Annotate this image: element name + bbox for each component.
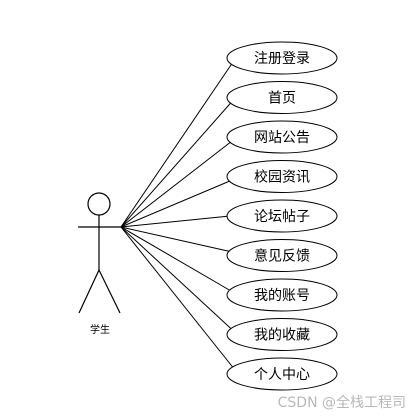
use-case: 我的收藏 [226, 318, 338, 351]
use-case-label: 意见反馈 [254, 248, 310, 265]
use-case: 注册登录 [226, 41, 338, 75]
actor-label: 学生 [90, 323, 110, 336]
use-case-label: 校园资讯 [254, 169, 310, 186]
association-line [120, 215, 231, 228]
use-case-label: 我的收藏 [254, 328, 310, 344]
association-line [120, 101, 233, 228]
use-case: 意见反馈 [226, 239, 338, 272]
association-line [120, 180, 232, 228]
actor-head [87, 192, 111, 216]
use-case-label: 论坛帖子 [254, 209, 310, 225]
use-case-label: 我的账号 [254, 288, 310, 304]
actor-right-leg [98, 269, 121, 314]
association-line [120, 226, 232, 292]
watermark-text: CSDN @全栈工程司 [278, 394, 406, 411]
use-case-ellipse [226, 120, 338, 154]
use-case-ellipse [226, 278, 338, 312]
actor-student: 学生 [78, 192, 121, 336]
association-line [120, 226, 236, 371]
association-line [120, 140, 233, 228]
use-case: 论坛帖子 [226, 199, 338, 233]
association-line [120, 61, 234, 228]
use-case: 个人中心 [226, 357, 338, 391]
association-line [120, 226, 231, 252]
use-case-ellipse [226, 41, 338, 75]
use-case: 首页 [226, 81, 338, 114]
use-case-ellipse [226, 239, 338, 272]
use-case: 网站公告 [226, 120, 338, 154]
use-case: 我的账号 [226, 278, 338, 312]
association-lines [120, 61, 236, 371]
use-case-ellipse [226, 318, 338, 351]
use-case-label: 注册登录 [254, 51, 310, 67]
use-case-ellipse [226, 199, 338, 233]
association-line [120, 226, 234, 331]
use-case-label: 网站公告 [254, 130, 310, 146]
use-case-ellipse [226, 357, 338, 391]
use-case-ellipse [226, 81, 338, 114]
actor-left-leg [78, 269, 100, 314]
use-case-label: 个人中心 [254, 367, 310, 383]
use-case: 校园资讯 [226, 160, 338, 193]
use-case-ellipse [226, 160, 338, 193]
use-case-label: 首页 [268, 91, 296, 107]
